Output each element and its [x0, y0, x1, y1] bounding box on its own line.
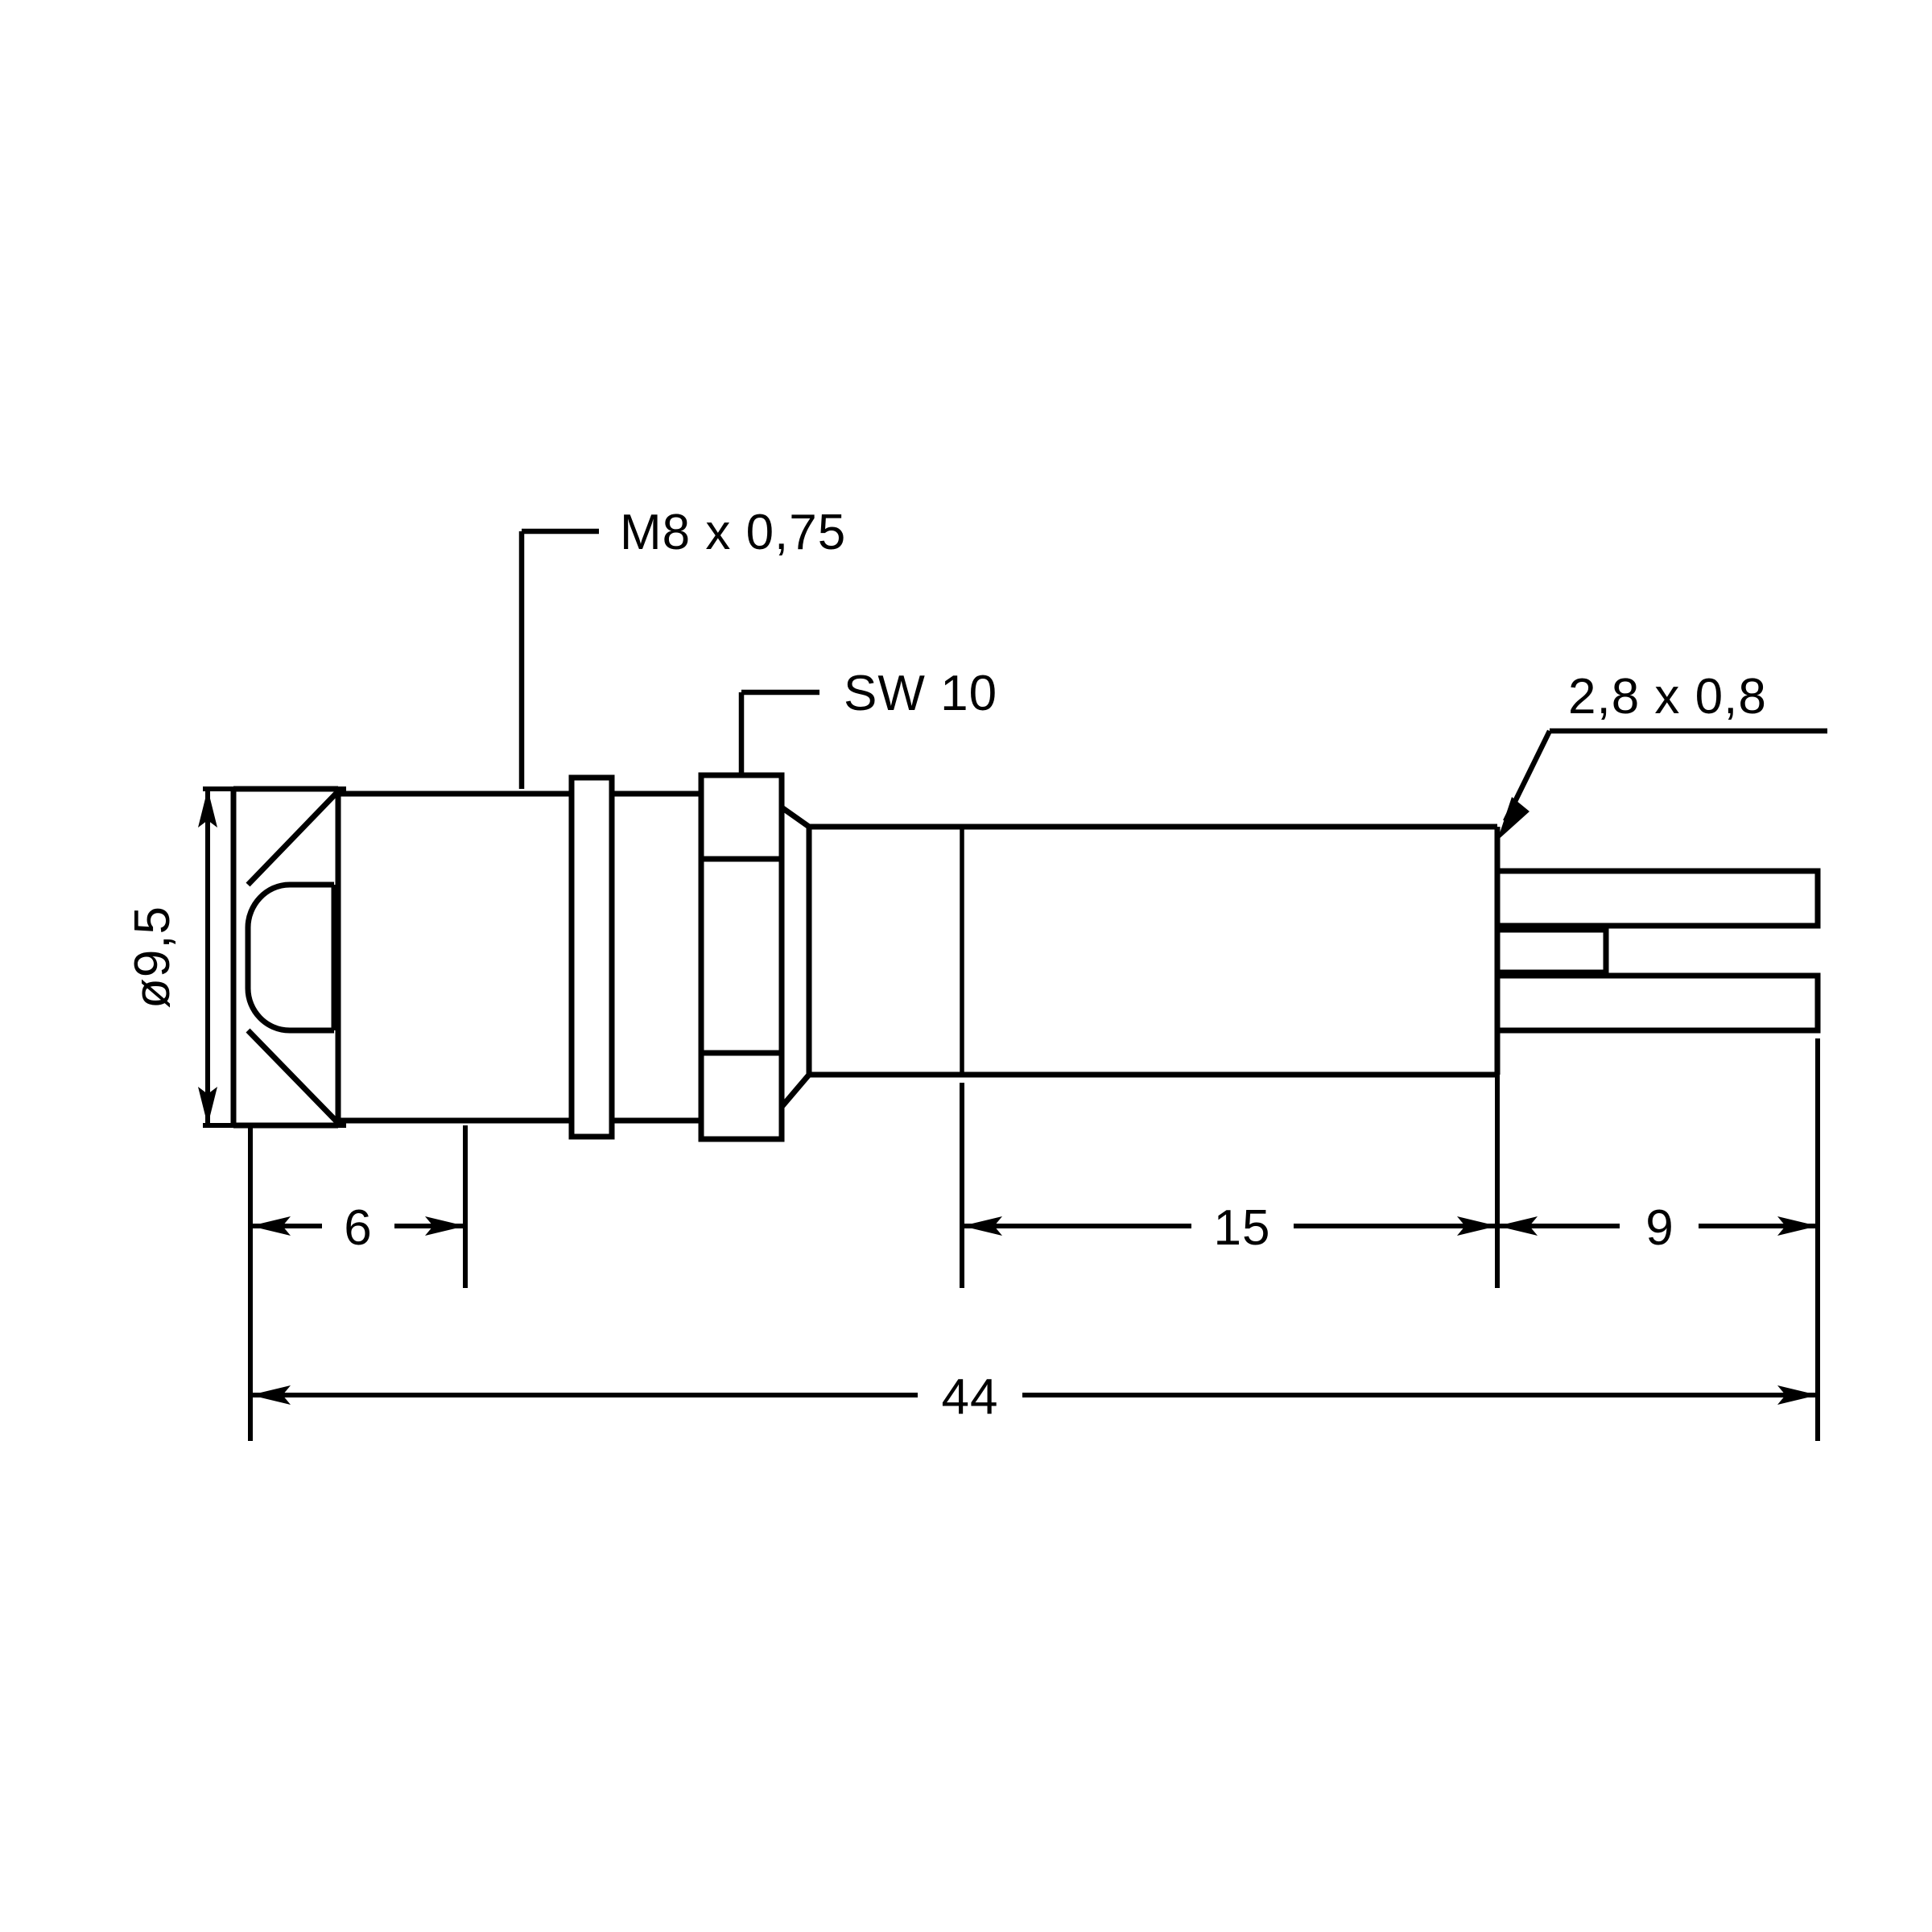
dimension-diameter-label: ø9,5 [125, 906, 180, 1009]
lock-washer-ring [568, 774, 615, 1140]
callout-thread: M8 x 0,75 [518, 505, 846, 789]
dimension-terminal-length: 9 [1495, 1038, 1820, 1288]
callout-terminal-label: 2,8 x 0,8 [1568, 669, 1767, 724]
dimension-body-length: 15 [960, 1083, 1500, 1288]
shoulder-transition [779, 805, 812, 1109]
dimension-body-length-label: 15 [1214, 1200, 1271, 1256]
dimension-total-length-label: 44 [942, 1369, 999, 1425]
led-lens-dome [245, 881, 337, 1034]
hex-nut [698, 772, 785, 1142]
threaded-barrel [338, 791, 572, 1124]
callout-thread-label: M8 x 0,75 [620, 505, 846, 560]
callout-terminal: 2,8 x 0,8 [1497, 669, 1827, 840]
callout-wrench-label: SW 10 [844, 666, 997, 721]
component-geometry [230, 772, 1821, 1142]
main-body [809, 824, 1501, 1078]
dimension-bezel-length-label: 6 [344, 1200, 372, 1256]
spade-terminals [1497, 868, 1821, 1034]
dimension-terminal-length-label: 9 [1645, 1200, 1674, 1256]
dimension-total-length: 44 [248, 1288, 1820, 1441]
callout-wrench: SW 10 [738, 666, 997, 775]
dimension-bezel-length: 6 [248, 1125, 468, 1288]
dimension-diameter: ø9,5 [125, 786, 346, 1128]
threaded-barrel-rear [612, 791, 701, 1124]
